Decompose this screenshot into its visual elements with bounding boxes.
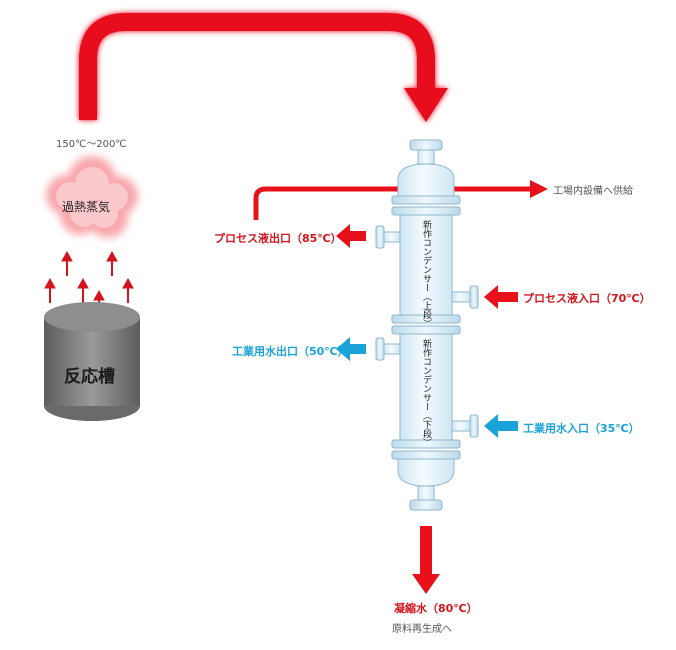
steam-label: 過熱蒸気 [62,200,111,214]
condensate-arrow [412,526,440,594]
condenser-lower-label: 新作コンデンサー（下段） [421,339,431,447]
recycle-label: 原料再生成へ [392,624,452,635]
condenser-upper-label: 新作コンデンサー（上段） [421,220,431,328]
process-inlet-arrow [484,285,518,309]
process-inlet-label: プロセス液入口（70℃） [523,292,651,305]
factory-supply-label: 工場内設備へ供給 [553,186,633,197]
water-inlet-label: 工業用水入口（35℃） [523,422,640,435]
process-outlet-label: プロセス液出口（85℃） [214,232,342,245]
condensate-label: 凝縮水（80℃） [394,602,478,615]
steam-pipe [79,13,448,122]
steam-cloud [46,156,138,238]
water-outlet-label: 工業用水出口（50℃） [232,345,349,358]
reactor-label: 反応槽 [64,367,115,387]
factory-supply-pipe [253,180,548,220]
steam-temperature-label: 150℃～200℃ [56,139,127,150]
water-outlet-arrow [336,337,366,361]
reactor-tank [44,302,140,421]
condenser-column [375,139,479,511]
water-inlet-arrow [484,414,518,438]
process-outlet-arrow [336,224,366,248]
